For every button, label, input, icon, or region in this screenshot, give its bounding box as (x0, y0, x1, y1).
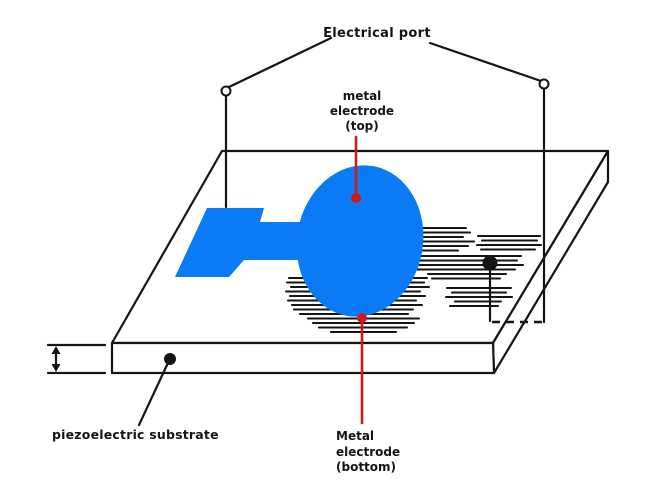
metal-electrode-top-line1: metal (342, 89, 382, 103)
left-port-wire-slant (227, 36, 333, 89)
top-electrode-ellipse (296, 165, 424, 317)
substrate-front-face (110, 341, 496, 375)
electrical-port-label: Electrical port (323, 26, 431, 41)
bottom-electrode-marker-dot (357, 313, 367, 323)
substrate-leader-line (137, 363, 169, 427)
bottom-electrode-hatching-right (395, 226, 543, 308)
metal-electrode-bottom-line3: (bottom) (336, 460, 397, 474)
right-terminal-circle (538, 78, 550, 90)
metal-electrode-top-line3: (top) (345, 119, 379, 133)
left-terminal-circle (220, 85, 232, 97)
bottom-electrode-contact-dot (482, 255, 498, 271)
substrate-marker-dot (164, 353, 176, 365)
right-port-wire-slant (428, 41, 543, 83)
metal-electrode-bottom-line1: Metal (336, 429, 375, 443)
top-electrode-shape (175, 208, 316, 277)
piezoelectric-substrate-label: piezoelectric substrate (52, 427, 219, 442)
thickness-arrowhead-down (51, 364, 61, 372)
metal-electrode-top-label: metal electrode (top) (316, 89, 408, 134)
metal-electrode-bottom-label: Metal electrode (bottom) (336, 429, 428, 476)
top-electrode-marker-dot (351, 193, 361, 203)
thickness-arrowhead-up (51, 346, 61, 354)
metal-electrode-bottom-line2: electrode (336, 444, 401, 459)
thickness-indicator (46, 343, 107, 375)
metal-electrode-top-line2: electrode (329, 104, 395, 118)
